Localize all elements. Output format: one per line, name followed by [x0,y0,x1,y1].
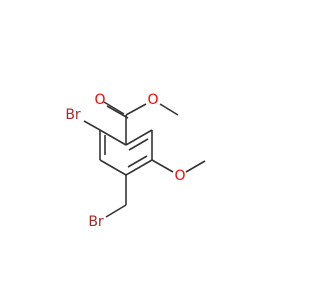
ring-bond-c3-c4 [125,159,153,176]
methoxy-group: O [151,159,206,184]
bromo-substituent: Br [65,107,101,131]
molecule-structure: O O Br O Br [65,92,206,230]
bond-ring-br [83,120,101,131]
ring-bond-c4-c5 [99,159,127,176]
ring-bond-c6-c1 [99,129,127,146]
atom-br-ch2: Br [88,214,104,230]
bond-carbonyl-ester-o [125,103,147,116]
ring-double-bond-c1-c2 [128,138,149,151]
ring-bond-c1-c2 [125,129,153,146]
structure-canvas: O O Br O Br [65,92,206,230]
ester-group: O O [94,92,179,145]
bond-ring-methoxy-o [151,159,174,173]
atom-o-methoxy: O [174,168,185,184]
bromomethyl-group: Br [88,175,127,230]
bond-methoxy-o-methyl [185,160,206,173]
ring-double-bond-c3-c4 [127,155,148,168]
atom-br-ring: Br [65,107,81,123]
atom-o-carbonyl: O [94,92,105,108]
bond-ch2-br [105,204,127,218]
bond-carbonyl-double-2 [106,105,129,119]
benzene-ring [99,129,153,176]
bond-carbonyl-double-1 [103,101,125,115]
atom-o-ester: O [147,92,158,108]
bond-ester-o-methyl [159,103,179,116]
